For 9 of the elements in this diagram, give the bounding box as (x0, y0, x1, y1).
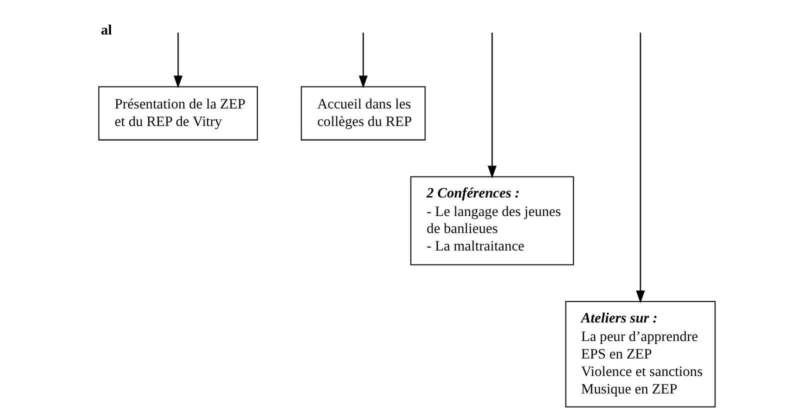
node-box: Présentation de la ZEP et du REP de Vitry (98, 86, 258, 140)
arrow (173, 32, 182, 88)
arrow (358, 32, 368, 88)
arrow (487, 32, 496, 178)
node-box: 2 Conférences : - Le langage des jeunes de banlieues - La maltraitance (410, 176, 574, 265)
node-box: Ateliers sur : La peur d’apprendre EPS en ZEP Violence et sanctions Musique en ZEP (564, 300, 716, 407)
node-box: Accueil dans les collèges du REP (300, 86, 426, 140)
label: al (100, 22, 112, 38)
arrow (636, 32, 644, 303)
